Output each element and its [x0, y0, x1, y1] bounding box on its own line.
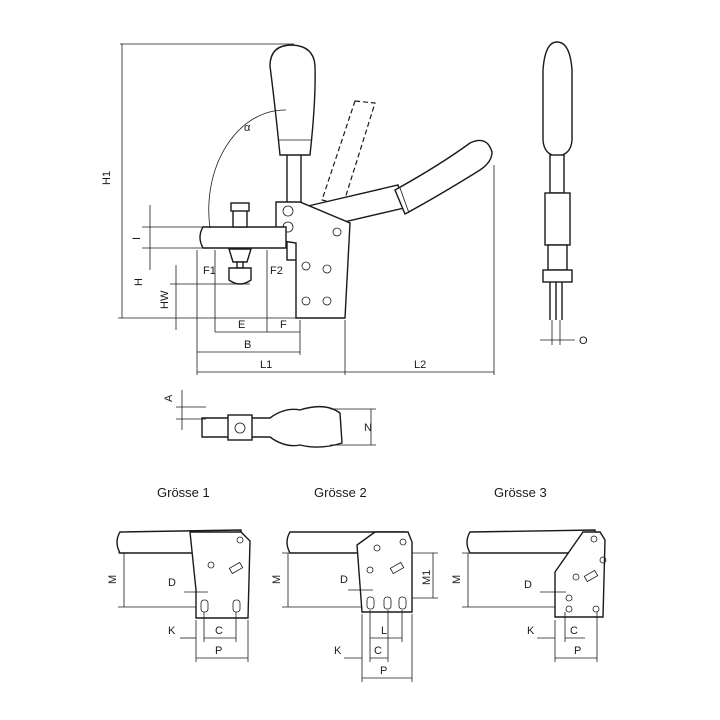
- handle-open-position: [321, 100, 376, 206]
- dim-label-N: N: [364, 422, 372, 434]
- size-2-dim-L: L: [381, 625, 387, 637]
- size-1-dim-P: P: [215, 645, 222, 657]
- size-2-title: Grösse 2: [314, 485, 367, 500]
- size-1-detail: Grösse 1 M D K C P: [107, 485, 251, 662]
- handle-tilted: [307, 139, 493, 230]
- size-3-dim-P: P: [574, 645, 581, 657]
- size-1-title: Grösse 1: [157, 485, 210, 500]
- front-view: O: [540, 41, 588, 347]
- size-3-title: Grösse 3: [494, 485, 547, 500]
- size-2-dim-P: P: [380, 665, 387, 677]
- dim-label-E: E: [238, 319, 245, 331]
- dim-label-O: O: [579, 335, 588, 347]
- dim-label-HW: HW: [159, 290, 171, 309]
- size-2-dim-K: K: [334, 645, 342, 657]
- size-3-dim-K: K: [527, 625, 535, 637]
- size-2-dim-C: C: [374, 645, 382, 657]
- size-1-dim-K: K: [168, 625, 176, 637]
- dim-label-alpha: α: [244, 122, 251, 134]
- size-1-dim-D: D: [168, 577, 176, 589]
- size-3-detail: Grösse 3 M D K C P: [451, 485, 607, 662]
- clamping-arm: [199, 226, 287, 249]
- side-view: α H1 I H HW F1 F2 E F B L1 L2: [101, 43, 495, 375]
- dim-label-H1: H1: [101, 171, 113, 185]
- dim-label-L1: L1: [260, 359, 272, 371]
- dim-label-A: A: [163, 394, 175, 402]
- size-2-dim-M: M: [271, 575, 283, 584]
- top-view: A N: [163, 390, 376, 448]
- dim-label-B: B: [244, 339, 251, 351]
- size-3-dim-D: D: [524, 579, 532, 591]
- size-1-dim-C: C: [215, 625, 223, 637]
- size-3-dim-C: C: [570, 625, 578, 637]
- alpha-arc: [208, 109, 287, 229]
- size-1-dim-M: M: [107, 575, 119, 584]
- size-3-dim-M: M: [451, 575, 463, 584]
- dim-label-I: I: [131, 237, 143, 240]
- dim-label-H: H: [133, 278, 145, 286]
- dim-label-F: F: [280, 319, 287, 331]
- dim-label-F1: F1: [203, 265, 216, 277]
- dim-label-L2: L2: [414, 359, 426, 371]
- size-2-dim-D: D: [340, 574, 348, 586]
- size-2-dim-M1: M1: [421, 570, 433, 585]
- size-2-detail: Grösse 2 M M1 D L K C P: [271, 485, 438, 682]
- dim-label-F2: F2: [270, 265, 283, 277]
